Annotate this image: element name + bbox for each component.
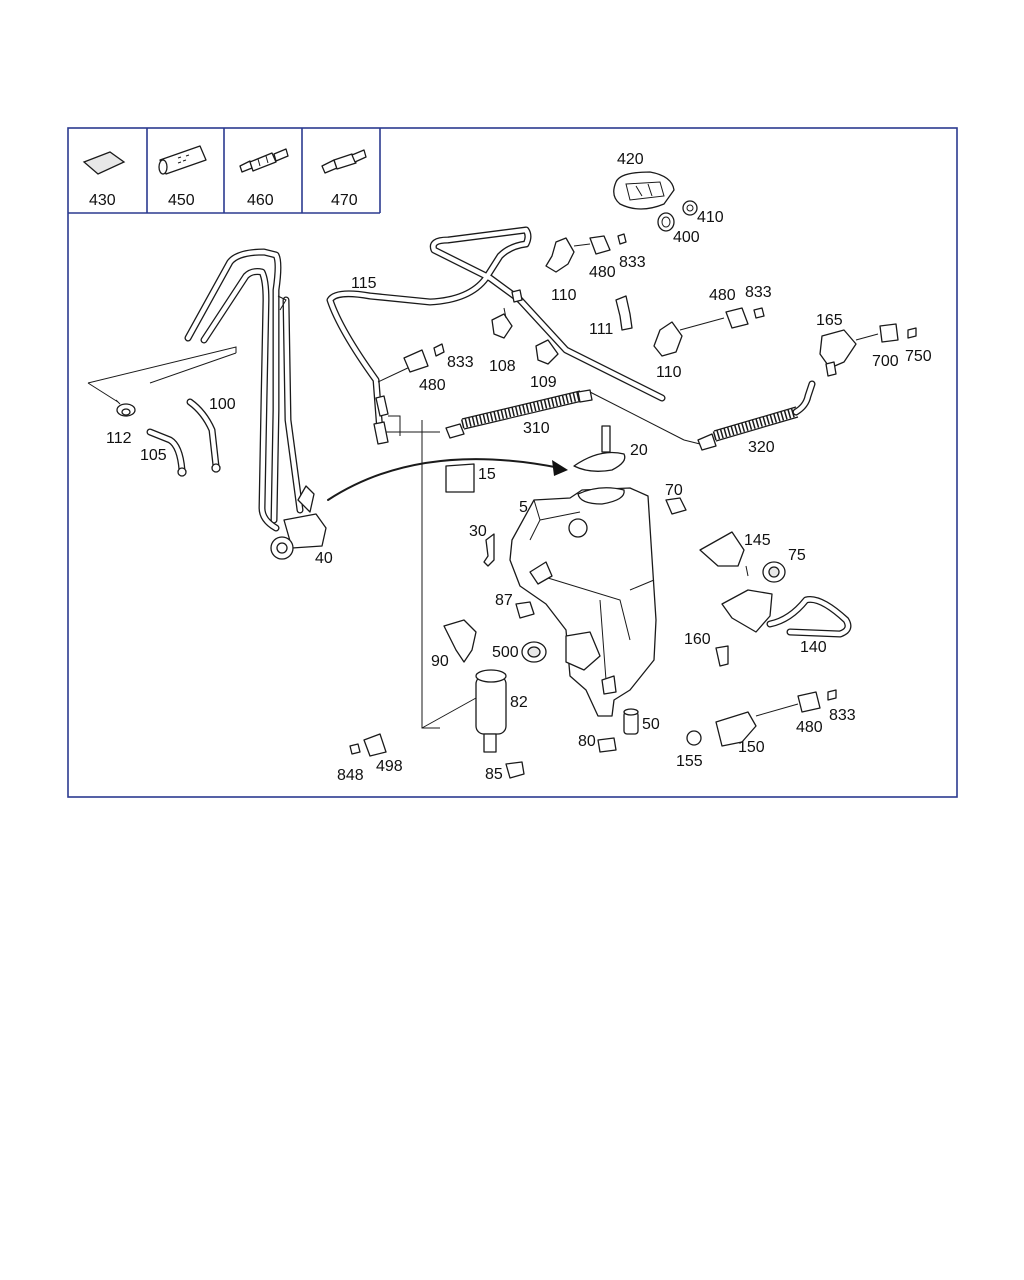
part-label-500: 500 <box>492 644 519 661</box>
fitting-150 <box>715 689 837 747</box>
assembly-arrow <box>327 458 561 501</box>
part-label-310: 310 <box>523 420 550 437</box>
part-label-150: 150 <box>738 739 765 756</box>
hose-sleeve-icon <box>158 145 207 175</box>
bracket-90 <box>443 619 477 663</box>
clip-111 <box>615 295 633 331</box>
part-label-480-b: 480 <box>709 287 736 304</box>
part-label-70: 70 <box>665 482 683 499</box>
nozzle-498 <box>349 733 387 757</box>
legend-label-430: 430 <box>89 192 116 209</box>
part-label-90: 90 <box>431 653 449 670</box>
legend: 430 450 460 470 <box>68 128 381 214</box>
legend-label-470: 470 <box>331 192 358 209</box>
part-label-108: 108 <box>489 358 516 375</box>
left-hose-assembly <box>87 248 327 560</box>
seal-pad-icon <box>82 151 126 175</box>
pad-15 <box>445 463 475 493</box>
nut-87 <box>515 601 535 619</box>
clip-110-upper <box>545 233 627 273</box>
part-label-20: 20 <box>630 442 648 459</box>
part-label-80: 80 <box>578 733 596 750</box>
part-label-833-a: 833 <box>619 254 646 271</box>
bracket-30 <box>483 533 495 567</box>
clip-155 <box>686 730 702 746</box>
hose-140 <box>721 589 852 638</box>
grommet-75 <box>762 561 786 583</box>
plug-80 <box>597 737 617 753</box>
part-label-85: 85 <box>485 766 503 783</box>
upper-hose-routing <box>326 226 816 729</box>
bracket-145 <box>699 531 749 577</box>
part-label-833-d: 833 <box>829 707 856 724</box>
part-label-160: 160 <box>684 631 711 648</box>
part-label-750: 750 <box>905 348 932 365</box>
part-label-480-d: 480 <box>796 719 823 736</box>
part-label-145: 145 <box>744 532 771 549</box>
part-label-100: 100 <box>209 396 236 413</box>
part-label-155: 155 <box>676 753 703 770</box>
straight-connector-icon <box>321 149 367 174</box>
part-label-400: 400 <box>673 229 700 246</box>
clip-110-lower <box>653 307 765 357</box>
valve-165 <box>819 323 917 377</box>
part-label-420: 420 <box>617 151 644 168</box>
washer-tank <box>509 425 657 717</box>
part-label-30: 30 <box>469 523 487 540</box>
part-label-111: 111 <box>589 321 613 338</box>
part-label-115: 115 <box>351 275 377 292</box>
part-label-498: 498 <box>376 758 403 775</box>
part-labels: 420 410 400 480 833 110 115 480 833 111 … <box>106 151 932 784</box>
part-label-40: 40 <box>315 550 333 567</box>
part-label-110-b: 110 <box>656 364 682 381</box>
part-label-833-c: 833 <box>447 354 474 371</box>
part-label-480-c: 480 <box>419 377 446 394</box>
part-label-105: 105 <box>140 447 167 464</box>
clip-108 <box>491 307 513 339</box>
legend-label-450: 450 <box>168 192 195 209</box>
part-label-410: 410 <box>697 209 724 226</box>
double-connector-icon <box>239 148 289 173</box>
grommet-500 <box>521 641 547 663</box>
legend-label-460: 460 <box>247 192 274 209</box>
part-label-140: 140 <box>800 639 827 656</box>
part-label-110-a: 110 <box>551 287 577 304</box>
part-label-700: 700 <box>872 353 899 370</box>
clip-109 <box>535 339 559 365</box>
arrow-head <box>552 460 568 476</box>
part-label-480-a: 480 <box>589 264 616 281</box>
nozzle-480-left <box>377 343 445 383</box>
clip-160 <box>715 645 729 667</box>
part-label-50: 50 <box>642 716 660 733</box>
part-label-82: 82 <box>510 694 528 711</box>
part-label-165: 165 <box>816 312 843 329</box>
part-label-848: 848 <box>337 767 364 784</box>
part-label-109: 109 <box>530 374 557 391</box>
part-label-833-b: 833 <box>745 284 772 301</box>
part-label-87: 87 <box>495 592 513 609</box>
pump-82 <box>421 669 507 753</box>
part-label-75: 75 <box>788 547 806 564</box>
part-label-15: 15 <box>478 466 496 483</box>
seal-50 <box>623 708 639 735</box>
diagram-frame <box>67 127 958 798</box>
part-label-5: 5 <box>519 499 528 516</box>
cap-assembly-420 <box>613 171 698 232</box>
screw-85 <box>505 761 525 779</box>
cap-70 <box>665 497 687 515</box>
part-label-112: 112 <box>106 430 132 447</box>
part-label-320: 320 <box>748 439 775 456</box>
